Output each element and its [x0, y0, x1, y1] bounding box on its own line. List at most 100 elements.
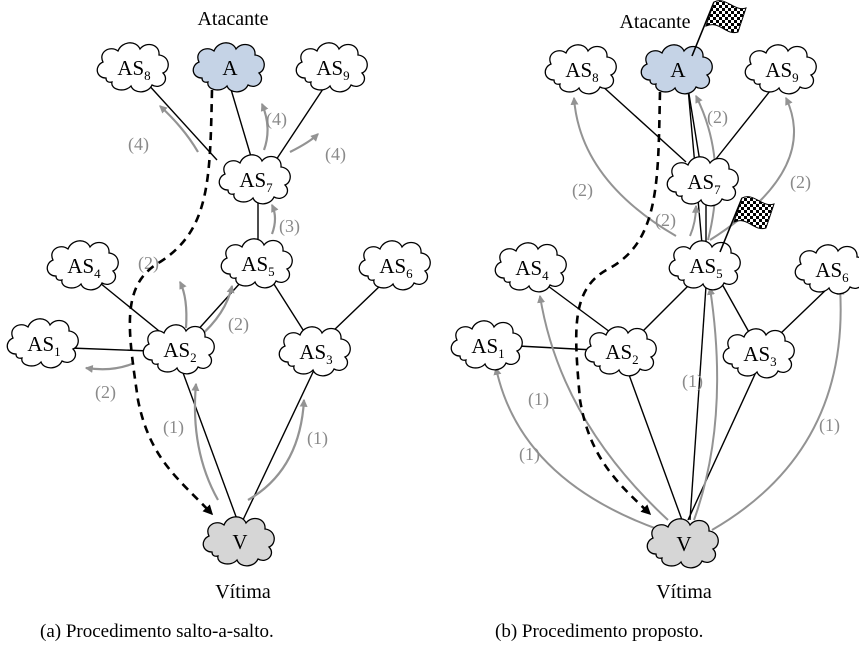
node-label-subscript: 5 [716, 266, 723, 281]
step-arrow-as2-as4-a [179, 280, 188, 329]
node-label-subscript: 5 [268, 264, 275, 279]
node-label: AS3 [743, 342, 776, 369]
node-label-subscript: 4 [542, 268, 549, 283]
node-label-subscript: 6 [842, 270, 849, 285]
step-label: (1) [819, 415, 840, 436]
node-label-subscript: 3 [770, 354, 777, 369]
caption-b: (b) Procedimento proposto. [495, 621, 704, 642]
cloud-shape [544, 44, 617, 95]
node-label: V [676, 532, 691, 556]
node-as8: AS8 [96, 42, 169, 93]
link-as1-as2 [69, 347, 151, 352]
link-as6-as3 [331, 283, 383, 333]
cloud-shape [358, 240, 431, 291]
node-label-base: AS [687, 170, 714, 194]
step-labels: (1) (1) (1) (1) (2) (2) (2) (2) [519, 107, 840, 465]
step-arrows [493, 94, 845, 531]
step-label: (2) [138, 253, 159, 274]
cloud-shape [668, 240, 741, 291]
attack-path [128, 89, 214, 516]
node-as2: AS2 [584, 326, 657, 377]
link-as3-v [241, 369, 315, 523]
node-label-base: AS [163, 338, 190, 362]
step-arrow-as5-as8 [570, 96, 677, 237]
node-label: AS6 [815, 258, 849, 285]
victim-label: Vítima [656, 581, 712, 603]
node-as3: AS3 [278, 326, 351, 377]
node-label: AS5 [689, 254, 722, 281]
panel-b: (1) (1) (1) (1) (2) (2) (2) (2) AS8 A AS… [450, 0, 859, 603]
attacker-label: Atacante [197, 8, 268, 30]
node-label-base: AS [605, 340, 632, 364]
cloud-shape [584, 326, 657, 377]
node-label-subscript: 9 [343, 68, 350, 83]
step-arrows [84, 102, 319, 501]
node-label-base: V [676, 532, 691, 556]
node-label-base: AS [565, 58, 592, 82]
node-label: AS8 [117, 56, 150, 83]
step-label: (1) [682, 371, 703, 392]
node-label: AS9 [316, 56, 349, 83]
cloud-shape [666, 156, 739, 207]
node-label: A [222, 56, 238, 80]
cloud-shape [96, 42, 169, 93]
node-label-subscript: 3 [326, 352, 333, 367]
step-label: (2) [707, 107, 728, 128]
cloud-shape [722, 328, 795, 379]
node-as2: AS2 [142, 324, 215, 375]
link-as2-v [181, 369, 239, 523]
step-arrow-v-as3 [247, 398, 308, 501]
node-as6: AS6 [794, 244, 859, 295]
step-label: (4) [128, 134, 149, 155]
node-label: AS4 [67, 254, 101, 281]
node-victim: V [646, 518, 719, 569]
step-label: (2) [655, 210, 676, 231]
cloud-shape [295, 42, 368, 93]
node-label-subscript: 2 [632, 352, 639, 367]
node-as5: AS5 [668, 196, 775, 291]
cloud-shape [494, 242, 567, 293]
victim-label: Vítima [215, 581, 271, 603]
cloud-shape [450, 320, 523, 371]
node-as6: AS6 [358, 240, 431, 291]
cloud-shape [218, 154, 291, 205]
node-label-base: AS [379, 254, 406, 278]
step-arrow-as5-as7 [270, 203, 279, 235]
node-label-base: A [670, 58, 686, 82]
node-as9: AS9 [744, 44, 817, 95]
nodes: AS8 A AS9 AS7 AS4 AS5 AS6 AS1 AS2 AS3 V [450, 0, 859, 569]
node-label: AS7 [687, 170, 721, 197]
link-as9-as7 [275, 85, 326, 161]
link-as8-as7 [599, 83, 687, 163]
node-label-subscript: 1 [498, 346, 505, 361]
cloud-shape [46, 240, 119, 291]
node-label-base: AS [515, 256, 542, 280]
node-as1: AS1 [6, 318, 79, 369]
node-label-subscript: 7 [266, 180, 273, 195]
step-label: (1) [163, 417, 184, 438]
step-labels: (1) (1) (2) (2) (2) (3) (4) (4) (4) [95, 109, 346, 449]
node-attacker: A [640, 0, 747, 95]
node-label-subscript: 9 [792, 70, 799, 85]
step-label: (1) [307, 428, 328, 449]
node-label: AS7 [239, 168, 273, 195]
step-arrow-v-as1 [493, 366, 661, 531]
node-label-subscript: 4 [94, 266, 101, 281]
cloud-shape [220, 238, 293, 289]
node-attacker: A [192, 42, 265, 93]
node-label-subscript: 7 [714, 182, 721, 197]
checkered-flag-icon [719, 196, 775, 253]
nodes: AS8 A AS9 AS7 AS4 AS5 AS6 AS1 AS2 AS3 V [6, 42, 431, 567]
node-label: AS8 [565, 58, 598, 85]
step-arrow-as2-as1 [84, 361, 135, 373]
cloud-shape [142, 324, 215, 375]
node-label-base: A [222, 56, 238, 80]
link-as6-as3 [779, 285, 831, 335]
link-a-as7 [687, 87, 701, 163]
node-as3: AS3 [722, 328, 795, 379]
links [517, 83, 831, 521]
node-label-base: AS [27, 332, 54, 356]
link-as5-as2 [639, 283, 691, 335]
node-label-base: AS [815, 258, 842, 282]
